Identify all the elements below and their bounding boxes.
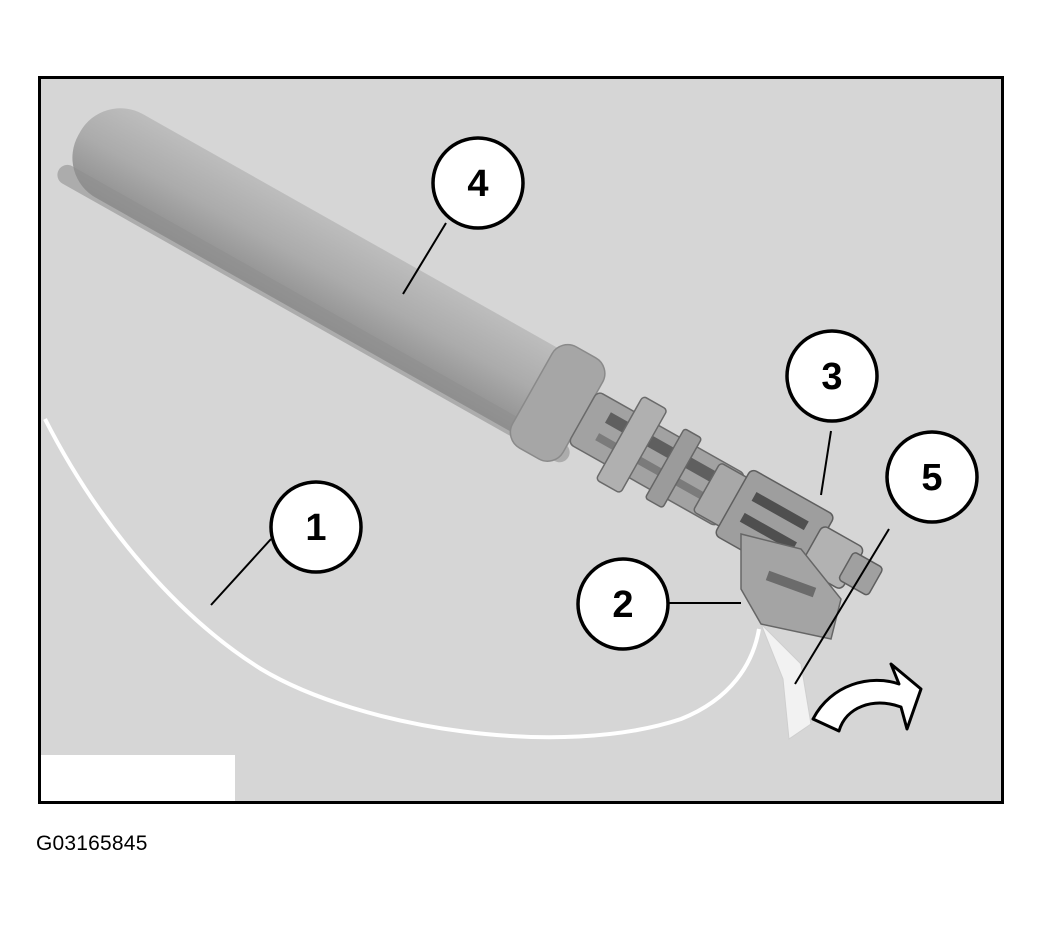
leader-1 [210,538,272,606]
bracket-2 [740,533,842,640]
figure-id: G03165845 [36,832,148,855]
callout-label-3: 3 [821,356,842,398]
callout-label-4: 4 [467,163,488,205]
callout-4: 4 [431,136,525,230]
leader-3 [820,430,832,496]
callout-label-5: 5 [921,457,942,499]
leader-4 [402,222,447,295]
callout-1: 1 [269,480,363,574]
callout-label-1: 1 [305,507,326,549]
tool-shaft-3 [569,392,883,596]
diagram-figure: 4 3 5 1 2 [38,76,1004,804]
wedge-5 [760,623,812,740]
callout-3: 3 [785,329,879,423]
callout-2: 2 [576,557,670,651]
curved-arrow-icon [811,662,923,733]
tool-handle-4 [57,108,606,463]
callout-label-2: 2 [612,584,633,626]
leader-5 [794,528,890,685]
callout-5: 5 [885,430,979,524]
diagram-canvas: 4 3 5 1 2 [41,79,1001,801]
cable-1 [43,418,761,740]
white-patch [41,755,235,801]
